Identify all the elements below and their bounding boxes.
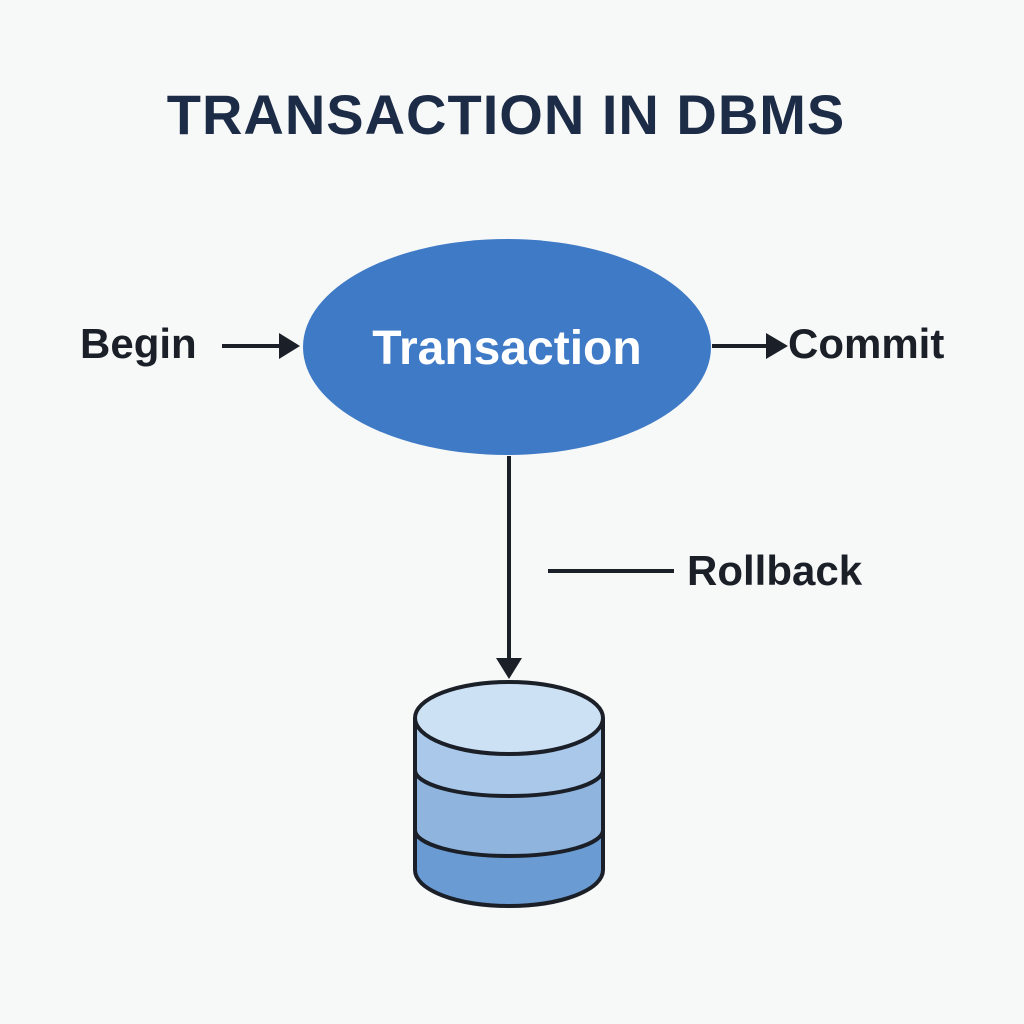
transaction-ellipse [303,239,711,455]
page-title: TRANSACTION IN DBMS [167,83,846,146]
begin-arrow [222,333,300,359]
commit-arrow [712,333,788,359]
database-cylinder-icon [413,680,605,908]
rollback-label: Rollback [687,547,863,594]
transaction-node: Transaction [303,239,711,455]
transaction-label: Transaction [372,322,641,375]
commit-label: Commit [788,320,944,367]
rollback-arrow [496,456,522,679]
begin-label: Begin [80,320,197,367]
